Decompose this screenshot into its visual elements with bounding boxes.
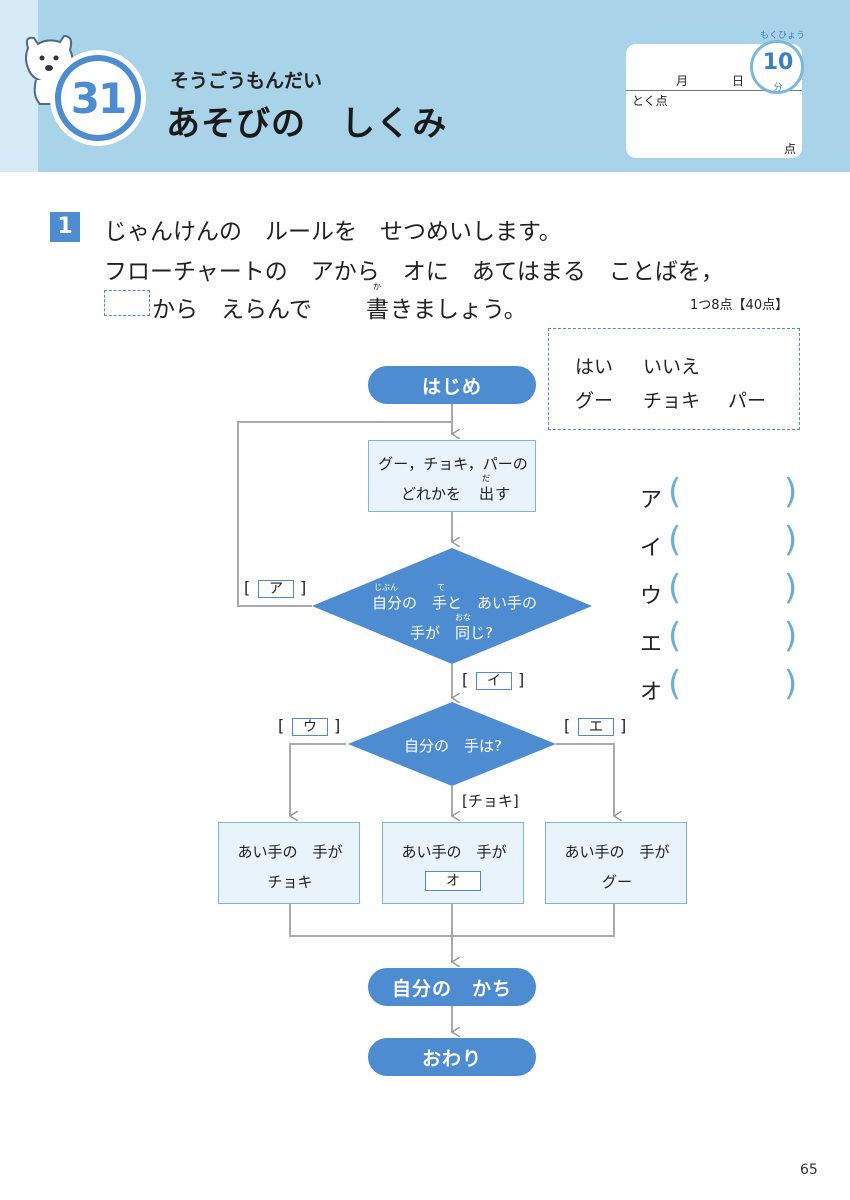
ruby-ona: おな <box>455 613 471 622</box>
target-time-label: もくひょう <box>760 31 806 41</box>
paren-open: ( <box>668 472 682 512</box>
decision-1-line-2: 手が 同じ? <box>410 624 493 642</box>
result-box-choki: あい手の 手が チョキ <box>218 822 360 904</box>
step-line-1: グー，チョキ，パーの <box>378 455 528 473</box>
choice-iie: いいえ <box>643 356 701 378</box>
answer-field-e[interactable] <box>684 622 780 658</box>
step-line-2b: 出 <box>479 485 495 503</box>
paren-open: ( <box>668 616 682 656</box>
answer-label-i: イ <box>640 536 663 561</box>
answer-label-u: ウ <box>640 584 663 609</box>
question-line-3b: 書 <box>366 297 389 323</box>
paren-close: ) <box>784 664 798 704</box>
blank-a: ア <box>258 580 294 598</box>
bracket-right: ] <box>620 716 627 735</box>
step-line-2c: す <box>495 485 511 503</box>
paren-open: ( <box>668 520 682 560</box>
lesson-title: あそびの しくみ <box>166 104 448 144</box>
step-line-2a: どれかを <box>401 485 477 503</box>
ruby-da: だ <box>482 474 490 483</box>
bracket-left: [ <box>462 670 469 689</box>
score-label: とく点 <box>632 94 668 108</box>
decision-diamond-1 <box>312 548 592 664</box>
paren-close: ) <box>784 568 798 608</box>
bracket-left: [ <box>564 716 571 735</box>
bracket-left: [ <box>278 716 285 735</box>
decision-diamond-2 <box>348 702 556 786</box>
question-number: 1 <box>50 212 80 242</box>
flow-win: 自分の かち <box>368 968 536 1006</box>
question-line-2: フローチャートの アから オに あてはまる ことばを， <box>104 259 724 285</box>
target-time-badge <box>750 40 804 94</box>
choice-choki: チョキ <box>643 390 701 412</box>
answer-field-i[interactable] <box>684 526 780 562</box>
flow-step-throw: グー，チョキ，パーの どれかを だ 出 す <box>368 440 536 512</box>
paren-open: ( <box>668 664 682 704</box>
ruby-ka: か <box>373 282 381 291</box>
answer-label-a: ア <box>640 488 663 513</box>
choice-hai: はい <box>575 356 614 378</box>
decision-2-text: 自分の 手は? <box>404 737 502 755</box>
question-line-3c: きましょう。 <box>390 297 527 323</box>
blank-o: オ <box>425 871 481 891</box>
answer-field-o[interactable] <box>684 670 780 706</box>
lesson-number: 31 <box>61 61 135 135</box>
word-choices-box <box>548 328 800 430</box>
target-time-value: 10 <box>762 50 794 75</box>
question-line-3a: から えらんで <box>152 297 335 323</box>
score-divider <box>626 90 802 91</box>
result-3-line-1: あい手の 手が <box>564 843 670 861</box>
flow-start: はじめ <box>368 366 536 404</box>
blank-e: エ <box>578 718 614 736</box>
paren-open: ( <box>668 568 682 608</box>
result-3-line-2: グー <box>601 873 632 891</box>
flow-end: おわり <box>368 1038 536 1076</box>
blank-u: ウ <box>292 718 328 736</box>
month-label: 月 <box>676 74 689 88</box>
result-1-line-1: あい手の 手が <box>237 843 343 861</box>
answer-label-e: エ <box>640 632 663 657</box>
lesson-number-badge: 31 <box>50 50 146 146</box>
paren-close: ) <box>784 616 798 656</box>
choice-guu: グー <box>575 390 614 412</box>
answer-field-a[interactable] <box>684 478 780 514</box>
ruby-jibun: じぶん <box>374 583 398 592</box>
header-side-strip <box>0 0 38 172</box>
choice-paa: パー <box>728 390 767 412</box>
ruby-te: て <box>437 583 445 592</box>
paren-close: ) <box>784 472 798 512</box>
target-time-unit: 分 <box>773 83 783 93</box>
question-line-1: じゃんけんの ルールを せつめいします。 <box>104 219 562 245</box>
page-number: 65 <box>800 1162 818 1178</box>
result-1-line-2: チョキ <box>267 873 313 891</box>
blank-i: イ <box>476 672 512 690</box>
points-unit: 点 <box>784 142 797 156</box>
label-choki: [チョキ] <box>462 792 519 810</box>
result-box-blank: あい手の 手が オ <box>382 822 524 904</box>
word-box-reference <box>104 290 150 316</box>
points-info: 1つ8点【40点】 <box>690 298 789 313</box>
result-2-line-1: あい手の 手が <box>401 843 507 861</box>
decision-1-line-1: 自分の 手と あい手の <box>372 594 538 612</box>
paren-close: ) <box>784 520 798 560</box>
result-box-guu: あい手の 手が グー <box>545 822 687 904</box>
bracket-right: ] <box>334 716 341 735</box>
bracket-right: ] <box>300 578 307 597</box>
answer-field-u[interactable] <box>684 574 780 610</box>
answer-label-o: オ <box>640 680 663 705</box>
bracket-left: [ <box>244 578 251 597</box>
day-label: 日 <box>732 74 745 88</box>
lesson-subtitle: そうごうもんだい <box>170 70 323 92</box>
bracket-right: ] <box>518 670 525 689</box>
dog-mascot-icon <box>25 34 74 105</box>
